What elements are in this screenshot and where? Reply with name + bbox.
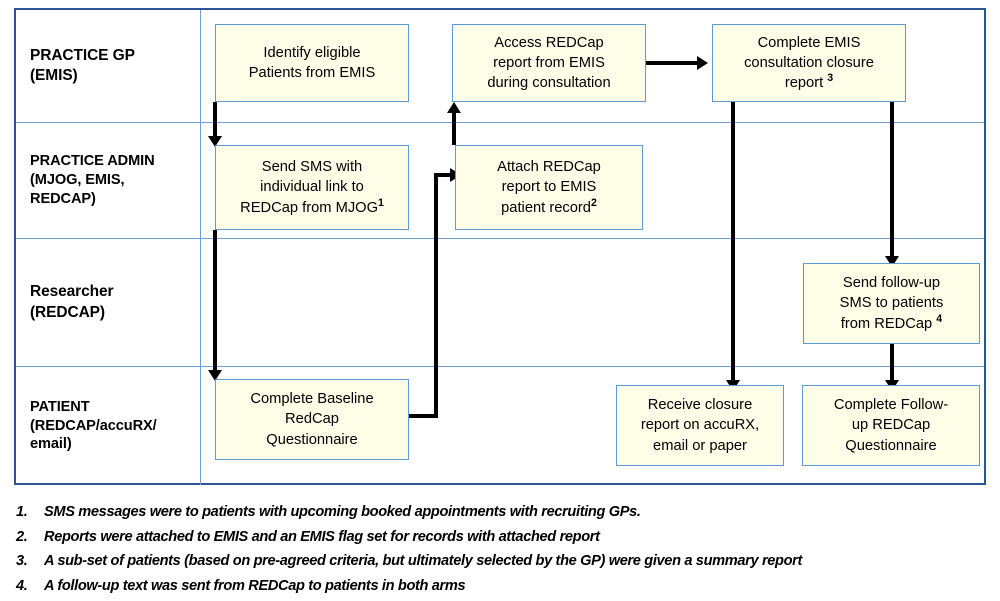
lane-practice-gp: PRACTICE GP (EMIS) (16, 10, 984, 122)
lane-header-patient: PATIENT (REDCAP/accuRX/ email) (16, 367, 201, 485)
node-line-2: consultation closure (744, 54, 874, 71)
node-line-1: Send follow-up (842, 275, 941, 292)
connector-elbow-to-attach-horizontal (434, 173, 456, 177)
lane-label-line1: PRACTICE GP (30, 46, 135, 64)
lane-patient: PATIENT (REDCAP/accuRX/ email) (16, 366, 984, 485)
lane-label-line1: Researcher (30, 283, 114, 301)
node-identify-eligible-patients[interactable]: Identify eligible Patients from EMIS (215, 24, 409, 102)
node-receive-closure-report[interactable]: Receive closure report on accuRX, email … (616, 385, 784, 466)
node-line-1: Attach REDCap (497, 159, 601, 176)
connector-sendsms-to-baseline (213, 230, 217, 378)
node-line-2: SMS to patients (839, 295, 944, 312)
connector-closure-to-receive (731, 102, 735, 388)
lane-label-line2: (REDCAP/accuRX/ (30, 417, 157, 434)
arrowhead-up-access (446, 102, 461, 113)
footnote-item: 2. Reports were attached to EMIS and an … (10, 525, 985, 550)
node-line-3: from REDCap (840, 315, 937, 332)
node-line-1: Access REDCap (494, 34, 604, 51)
node-line-2: up REDCap (851, 417, 931, 434)
node-footnote-marker: 2 (590, 196, 597, 209)
lane-header-researcher: Researcher (REDCAP) (16, 239, 201, 366)
footnote-text: A sub-set of patients (based on pre-agre… (44, 553, 803, 569)
connector-followupsms-to-questionnaire (890, 344, 894, 388)
lane-header-text: Researcher (REDCAP) (30, 282, 114, 322)
node-line-3: patient record (501, 199, 591, 216)
lane-header-text: PRACTICE ADMIN (MJOG, EMIS, REDCAP) (30, 152, 155, 209)
lane-label-line1: PATIENT (30, 398, 90, 415)
node-text: Complete Baseline RedCap Questionnaire (250, 389, 373, 450)
node-line-1: Receive closure (647, 397, 753, 414)
lane-researcher: Researcher (REDCAP) (16, 238, 984, 366)
footnote-item: 4. A follow-up text was sent from REDCap… (10, 574, 985, 599)
footnote-number: 3. (16, 553, 28, 569)
footnote-item: 3. A sub-set of patients (based on pre-a… (10, 549, 985, 574)
node-text: Receive closure report on accuRX, email … (641, 395, 759, 456)
node-complete-baseline-questionnaire[interactable]: Complete Baseline RedCap Questionnaire (215, 379, 409, 460)
node-complete-followup-questionnaire[interactable]: Complete Follow- up REDCap Questionnaire (802, 385, 980, 466)
footnote-text: Reports were attached to EMIS and an EMI… (44, 528, 600, 545)
node-line-2: individual link to (260, 179, 364, 196)
node-line-3: email or paper (653, 437, 747, 454)
node-line-1: Complete EMIS (757, 34, 861, 51)
node-line-1: Identify eligible (263, 44, 361, 61)
lane-header-text: PRACTICE GP (EMIS) (30, 46, 135, 86)
node-line-3: during consultation (487, 75, 611, 92)
swimlane-table: PRACTICE GP (EMIS) PRACTICE ADMIN (MJOG,… (14, 8, 986, 485)
connector-identify-to-sendsms (213, 102, 217, 142)
lane-practice-admin: PRACTICE ADMIN (MJOG, EMIS, REDCAP) (16, 122, 984, 238)
node-text: Attach REDCap report to EMIS patient rec… (497, 157, 601, 218)
connector-closure-to-followupsms (890, 102, 894, 264)
lane-header-practice-admin: PRACTICE ADMIN (MJOG, EMIS, REDCAP) (16, 123, 201, 238)
connector-attach-to-access (452, 111, 456, 145)
connector-baseline-elbow-vertical (434, 173, 438, 418)
node-line-1: Complete Follow- (833, 397, 949, 414)
node-line-2: Patients from EMIS (248, 65, 376, 81)
node-send-sms-individual-link[interactable]: Send SMS with individual link to REDCap … (215, 145, 409, 230)
node-line-2: report on accuRX, (640, 417, 760, 434)
node-line-3: report (784, 75, 828, 92)
node-line-3: REDCap from MJOG (240, 199, 379, 216)
lane-header-text: PATIENT (REDCAP/accuRX/ email) (30, 398, 157, 455)
footnotes-list: 1. SMS messages were to patients with up… (10, 500, 985, 598)
node-text: Send SMS with individual link to REDCap … (240, 157, 384, 218)
node-line-2: report to EMIS (501, 179, 597, 196)
node-line-3: Questionnaire (845, 437, 937, 454)
arrowhead-right-closure (697, 55, 708, 70)
node-footnote-marker: 3 (827, 72, 834, 85)
node-line-1: Complete Baseline (250, 391, 374, 408)
node-text: Access REDCap report from EMIS during co… (487, 33, 610, 94)
arrowhead-down-followupsms (884, 256, 899, 267)
connector-baseline-elbow-horizontal (406, 414, 438, 418)
node-text: Complete EMIS consultation closure repor… (744, 33, 874, 94)
node-text: Identify eligible Patients from EMIS (249, 43, 376, 84)
footnote-number: 2. (16, 528, 28, 545)
node-footnote-marker: 4 (936, 312, 943, 325)
node-text: Complete Follow- up REDCap Questionnaire (834, 395, 948, 456)
lane-label-line3: email) (30, 436, 72, 453)
node-access-redcap-report[interactable]: Access REDCap report from EMIS during co… (452, 24, 646, 102)
node-line-1: Send SMS with (261, 159, 363, 176)
arrowhead-down-baseline (207, 370, 222, 381)
footnote-text: SMS messages were to patients with upcom… (44, 504, 641, 520)
node-text: Send follow-up SMS to patients from REDC… (840, 273, 944, 334)
lane-label-line2: (MJOG, EMIS, (30, 172, 125, 189)
node-send-followup-sms[interactable]: Send follow-up SMS to patients from REDC… (803, 263, 980, 344)
node-line-2: RedCap (285, 411, 339, 428)
footnote-item: 1. SMS messages were to patients with up… (10, 500, 985, 525)
node-line-3: Questionnaire (266, 431, 358, 448)
footnote-number: 4. (16, 577, 28, 594)
node-complete-emis-closure-report[interactable]: Complete EMIS consultation closure repor… (712, 24, 906, 102)
arrowhead-down-sendsms (207, 136, 222, 147)
lane-label-line2: (EMIS) (30, 67, 78, 84)
node-footnote-marker: 1 (378, 196, 384, 209)
footnote-text: A follow-up text was sent from REDCap to… (44, 577, 466, 594)
lane-label-line1: PRACTICE ADMIN (30, 153, 155, 170)
lane-label-line2: (REDCAP) (30, 303, 105, 321)
lane-header-practice-gp: PRACTICE GP (EMIS) (16, 10, 201, 122)
node-attach-redcap-report[interactable]: Attach REDCap report to EMIS patient rec… (455, 145, 643, 230)
connector-access-to-closure (645, 61, 701, 65)
footnote-number: 1. (16, 504, 28, 520)
lane-label-line3: REDCAP) (30, 190, 96, 207)
node-line-2: report from EMIS (493, 54, 605, 71)
